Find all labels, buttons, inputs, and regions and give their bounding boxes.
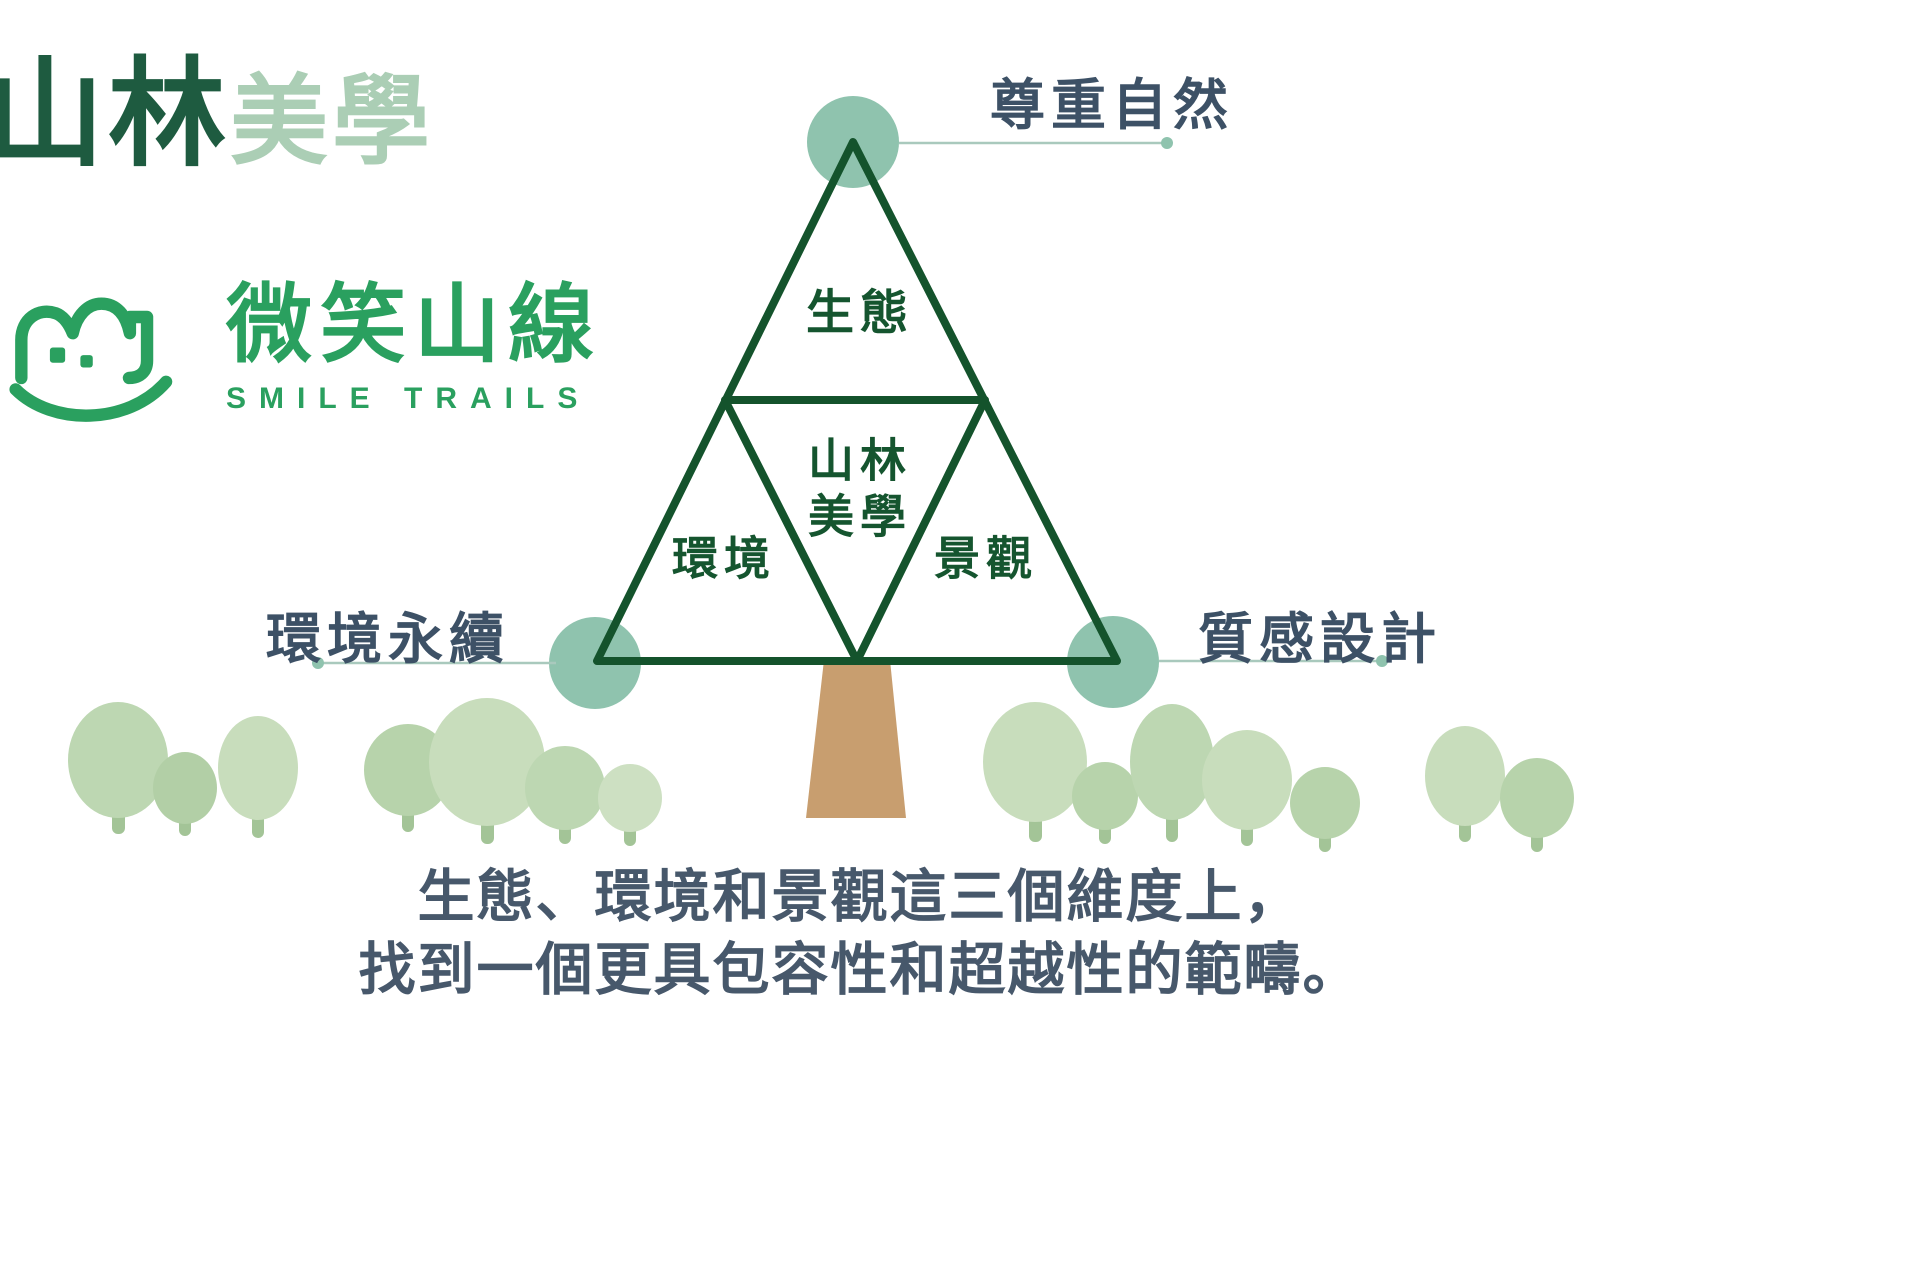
caption-line-1: 生態、環境和景觀這三個維度上， [417,866,1303,929]
pyramid-label-center-1: 山林 [808,436,912,487]
tree-icon [1425,726,1505,826]
caption-line-2: 找到一個更具包容性和超越性的範疇。 [358,938,1362,1002]
logo-name-en: SMILE TRAILS [226,382,591,415]
callout-endpoint-left [312,657,324,669]
callout-endpoint-top [1161,137,1173,149]
smile-trails-logo: 微笑山線 SMILE TRAILS [8,262,602,432]
page-title: 山林美學 [0,18,434,189]
pyramid-label-right: 景觀 [934,534,1038,585]
smile-curve-icon [9,375,173,422]
tree-trunk [806,660,906,818]
tree-icon [218,716,298,820]
pyramid-label-center-2: 美學 [808,492,912,543]
logo-name-cn: 微笑山線 [226,277,602,373]
callout-endpoint-right [1376,655,1388,667]
mountain-smile-icon [9,297,173,422]
mountain-window-icon [49,347,66,363]
triangle-inner [721,396,989,665]
callout-label-top: 尊重自然 [990,75,1235,136]
mountain-outline [15,297,154,385]
tree-icon [1202,730,1292,830]
forest-decoration [68,698,1574,852]
caption: 生態、環境和景觀這三個維度上， 找到一個更具包容性和超越性的範疇。 [0,862,1720,1008]
title-primary-text: 山林 [0,50,231,181]
pyramid-triangle [593,138,1121,665]
callout-label-left: 環境永續 [266,609,511,670]
tree-icon [1500,758,1574,838]
tree-icon [598,764,662,832]
tree-icon [1290,767,1360,839]
callout-lines [318,141,1382,665]
tree-icon [153,752,217,824]
tree-icon [364,724,452,816]
tree-icon [983,702,1087,822]
mountain-window-icon [80,355,93,368]
tree-icon [1130,704,1214,820]
logo-text: 微笑山線 SMILE TRAILS [226,262,602,416]
callout-label-right: 質感設計 [1198,609,1443,670]
pyramid-label-top: 生態 [806,287,914,340]
tree-icon [429,698,545,826]
tree-icon [1072,762,1138,830]
tree-icon [68,702,168,818]
tree-icon [525,746,605,830]
title-secondary-text: 美學 [230,69,435,177]
pyramid-label-left: 環境 [672,534,776,585]
